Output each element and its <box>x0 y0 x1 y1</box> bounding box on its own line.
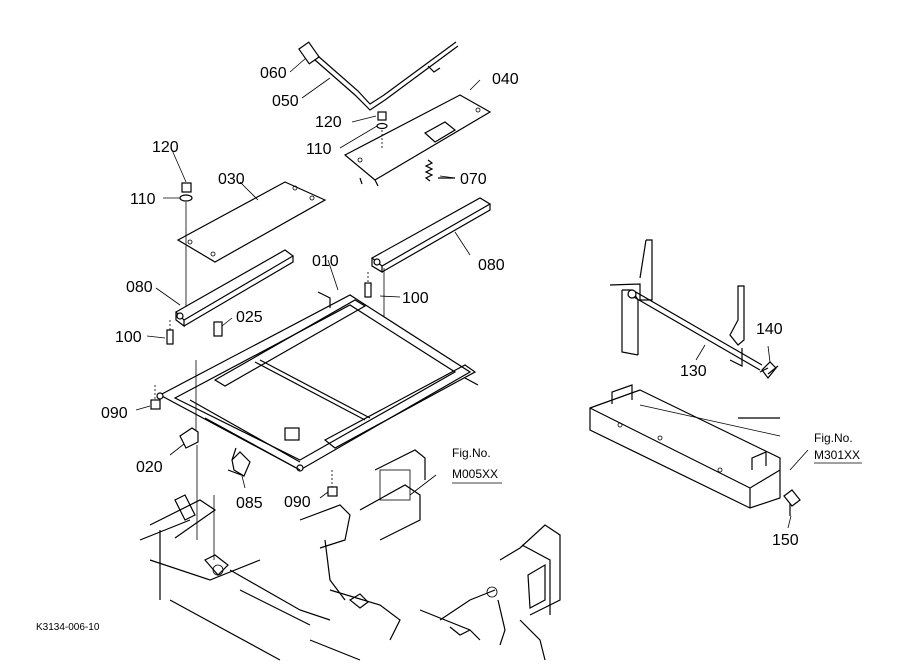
chassis-lower <box>139 445 561 661</box>
label-090-left: 090 <box>101 405 128 422</box>
ref-code-b[interactable]: M301XX <box>814 448 860 462</box>
clip-150 <box>783 489 801 516</box>
leader-lines <box>135 57 862 529</box>
clip-140 <box>761 361 779 379</box>
label-020: 020 <box>136 459 163 476</box>
label-050: 050 <box>272 93 299 110</box>
label-040: 040 <box>492 71 519 88</box>
part-number-labels: 060 050 040 120 110 120 110 030 070 080 … <box>101 65 799 549</box>
label-100-right: 100 <box>402 290 429 307</box>
figure-reference-m301xx: Fig.No. M301XX <box>814 431 860 462</box>
label-070: 070 <box>460 171 487 188</box>
ref-code-a[interactable]: M005XX <box>452 467 498 481</box>
seat-frame-010 <box>156 291 479 472</box>
rod-assembly-130 <box>609 239 769 373</box>
rail-080-right <box>370 197 492 274</box>
label-140: 140 <box>756 321 783 338</box>
nut-090-right <box>327 470 338 497</box>
label-010: 010 <box>312 253 339 270</box>
ref-title-b: Fig.No. <box>814 431 853 445</box>
plate-030 <box>176 181 327 263</box>
label-100-left: 100 <box>115 329 142 346</box>
label-060: 060 <box>260 65 287 82</box>
nut-washer-030 <box>179 182 193 310</box>
label-110-left: 110 <box>130 191 156 208</box>
label-085: 085 <box>236 495 263 512</box>
spring-070 <box>424 159 455 182</box>
rail-080-left <box>175 249 295 328</box>
figure-reference-m005xx: Fig.No. M005XX <box>452 446 498 481</box>
drawing-code: K3134-006-10 <box>36 622 100 633</box>
lever-rod-050 <box>298 41 459 111</box>
plate-040 <box>343 94 492 187</box>
label-120-upper: 120 <box>315 114 342 131</box>
bolt-025 <box>213 321 223 337</box>
label-130: 130 <box>680 363 707 380</box>
base-frame-right <box>589 384 781 509</box>
label-120-left: 120 <box>152 139 179 156</box>
clip-085 <box>227 447 251 477</box>
label-030: 030 <box>218 171 245 188</box>
nut-090-left <box>150 385 161 410</box>
bracket-020 <box>179 360 199 449</box>
label-090-right: 090 <box>284 494 311 511</box>
label-025: 025 <box>236 309 263 326</box>
label-080-left: 080 <box>126 279 153 296</box>
ref-title-a: Fig.No. <box>452 446 491 460</box>
bolt-100-left <box>166 320 174 345</box>
label-110-upper: 110 <box>306 141 332 158</box>
label-150: 150 <box>772 532 799 549</box>
label-080-right: 080 <box>478 257 505 274</box>
